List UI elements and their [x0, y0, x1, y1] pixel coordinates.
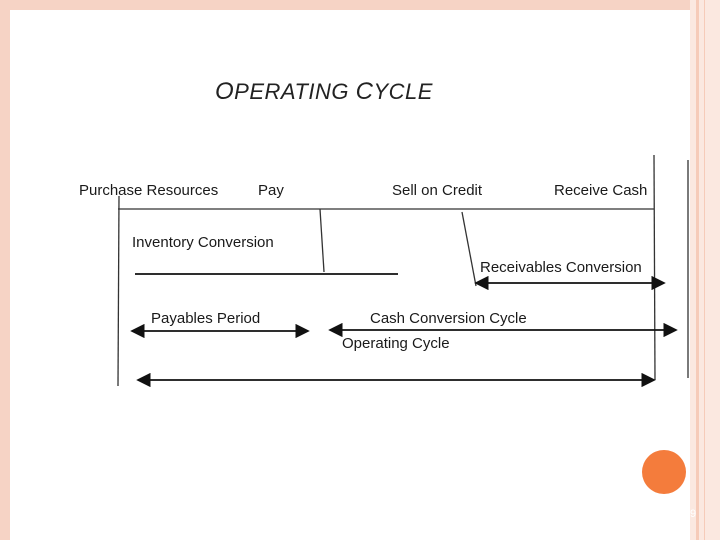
slide-frame-right-line-thin: [704, 0, 705, 540]
purchase-marker-line: [117, 195, 120, 387]
label-receivables-conversion: Receivables Conversion: [480, 259, 642, 276]
label-receive-cash: Receive Cash: [554, 182, 648, 199]
label-pay: Pay: [258, 182, 284, 199]
label-sell-on-credit: Sell on Credit: [392, 182, 483, 199]
label-purchase-resources: Purchase Resources: [79, 182, 219, 199]
slide-frame-right: [690, 0, 720, 540]
receive-marker-line-left: [653, 154, 656, 381]
label-operating-cycle: Operating Cycle: [342, 335, 450, 352]
label-cash-conversion-cycle: Cash Conversion Cycle: [370, 310, 527, 327]
slide-frame-right-line: [696, 0, 699, 540]
slide-frame-top: [0, 0, 720, 10]
page-number: 9: [690, 508, 697, 520]
slide-frame-left: [0, 0, 10, 540]
slide-title: OPERATING CYCLE: [215, 78, 433, 105]
sell-marker-line: [461, 211, 477, 287]
label-inventory-conversion: Inventory Conversion: [132, 234, 274, 251]
page-number-badge: [642, 450, 686, 494]
label-payables-period: Payables Period: [151, 310, 261, 327]
pay-marker-line: [319, 208, 325, 273]
